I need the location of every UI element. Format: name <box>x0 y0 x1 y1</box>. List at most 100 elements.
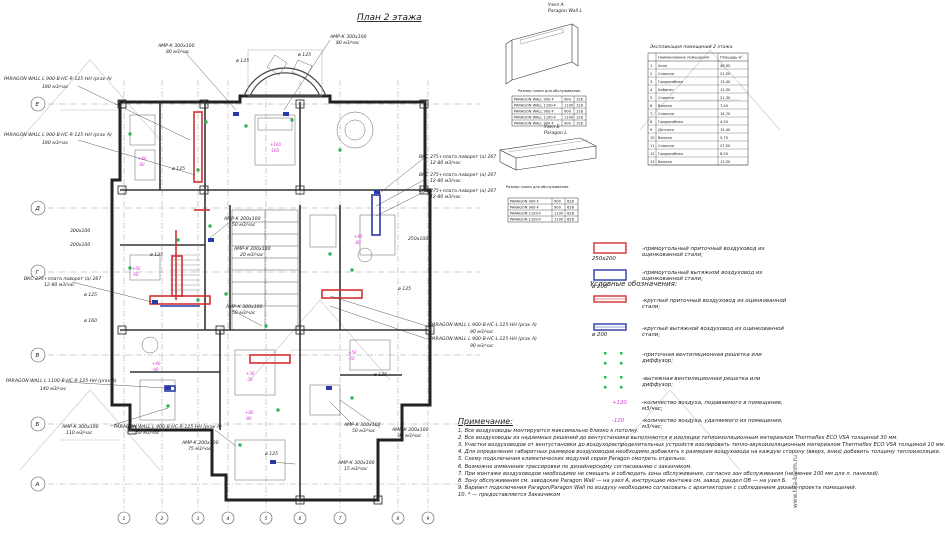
duct-label: PARAGON WALL L 900-B-HC-R-125-HH (prav A… <box>4 76 112 82</box>
grid-letter: Д <box>35 206 41 212</box>
table-cell: PARAGON 1100-F <box>510 212 541 216</box>
duct-label: АМР-К 300х100 <box>157 43 195 49</box>
legend-size: +120 <box>612 400 627 406</box>
duct-flow: 140 м3/час <box>40 386 67 392</box>
table-cell: Спальня <box>658 144 674 148</box>
table-cell: 900 <box>554 206 562 210</box>
duct-flow: 90 м3/час <box>470 329 494 335</box>
size-label: ø 125 <box>149 252 163 258</box>
duct-label: PARAGON WALL L 900-B-HC-R-125-HH (prav A… <box>114 424 222 430</box>
legend-size: -120 <box>612 418 625 424</box>
grid-number: 9 <box>427 516 430 522</box>
table-cell: 21,30 <box>720 96 731 100</box>
duct-label: АМР-К 200х100 <box>223 216 261 222</box>
grid-letter: В <box>36 353 40 359</box>
duct-label: PARAGON WALL L 900-B-HC-L-125-HH (prav A… <box>430 336 537 342</box>
duct-label: АМР-К 200х100 <box>181 440 219 446</box>
duct-flow: 80 м3/час <box>166 49 190 55</box>
table-cell: Ванная <box>658 160 672 164</box>
legend-text: -круглый приточный воздуховод из оцинков… <box>642 298 787 310</box>
grid-letter: Б <box>36 422 40 428</box>
duct-label: АМР-К 200х100 <box>233 246 271 252</box>
svg-text:-50: -50 <box>348 356 355 361</box>
supply-ducts <box>149 111 363 364</box>
table-cell: 1100 <box>554 218 564 222</box>
table-cell: 10 <box>650 136 655 140</box>
svg-text:+160: +160 <box>270 142 281 147</box>
duct-label: АМР-К 300х100 <box>225 304 263 310</box>
table-cell: 9 <box>650 128 653 132</box>
grid-bubbles <box>30 96 435 525</box>
legend-size: 250х200 <box>592 256 616 262</box>
svg-text:-160: -160 <box>270 148 280 153</box>
duct-flow: 110 м3/час <box>66 430 93 436</box>
air-grilles <box>128 118 354 447</box>
duct-label: ВКС 275+плата поворот (а) 267 <box>24 276 101 282</box>
unit-b-subtitle: Paragon L <box>544 130 567 136</box>
table-cell: 628 <box>567 212 575 216</box>
table-cell: 12,00 <box>720 88 731 92</box>
notes: Примечание: 1. Все воздуховоды монтируют… <box>458 417 945 499</box>
table-cell: 13,50 <box>720 160 731 164</box>
table-cell: 1100 <box>564 104 574 108</box>
unit-b-detail: Узел Б Paragon L Размер грани для обслуж… <box>499 124 597 223</box>
table-cell: 7,40 <box>720 104 729 108</box>
table-cell: 158 <box>576 122 584 126</box>
table-cell: 5,70 <box>720 136 729 140</box>
svg-text:+30: +30 <box>246 371 255 376</box>
grid-letter: Е <box>36 102 40 108</box>
duct-flow: 80 м3/час <box>336 40 360 46</box>
grid-number: 6 <box>299 516 302 522</box>
table-cell: Спальня <box>658 112 674 116</box>
duct-flow: 75 м3/час <box>188 446 212 452</box>
duct-label: АМР-К 300х100 <box>329 34 367 40</box>
staircase <box>231 209 299 331</box>
grid-number: 7 <box>339 516 342 522</box>
legend-text: -количество воздуха, подаваемого в помещ… <box>642 400 783 412</box>
table-cell: Детская <box>658 128 674 132</box>
svg-text:-80: -80 <box>354 240 361 245</box>
duct-label: АМР-К 300х100 <box>61 424 99 430</box>
notes-heading: Примечание: <box>458 417 513 426</box>
size-label: ø 125 <box>235 58 249 64</box>
svg-text:+60: +60 <box>132 266 141 271</box>
grid-number: 2 <box>161 516 164 522</box>
unit-b-label: Узел Б <box>544 124 560 130</box>
duct-flow: 50 м3/час <box>352 428 376 434</box>
site-watermark: www.triа-konm.ru <box>792 455 799 509</box>
duct-flow: 12-80 м3/час <box>430 178 461 184</box>
note-line: 2. Все воздуховоды из надземных решений … <box>458 435 898 442</box>
note-line: 6. Возможно изменение трассировки по диз… <box>458 463 692 470</box>
room-schedule-title: Экспликация помещений 2 этажа <box>649 44 733 50</box>
table-cell: 128 <box>576 110 584 114</box>
table-cell: 128 <box>576 104 584 108</box>
note-line: 3. Участки воздуховодов от вентустановки… <box>458 442 945 449</box>
duct-flow: 90 м3/час <box>470 343 494 349</box>
watermark-strokes <box>19 49 781 471</box>
grid-number: 3 <box>197 516 200 522</box>
unit-a-label: Узел А <box>548 2 564 8</box>
duct-flow: 12-80 м3/час <box>430 160 461 166</box>
unit-a-subtitle: Paragon Wall L <box>548 8 583 14</box>
size-label: ø 125 <box>373 372 387 378</box>
table-cell: PARAGON WALL 1100-F <box>514 116 556 120</box>
table-cell: 48,95 <box>720 64 730 68</box>
note-line: 10. * — предоставляется Заказчиком <box>458 491 561 498</box>
duct-label: ВКС 275+плата поворот (а) 267 <box>419 188 496 194</box>
airflow-values: +160-160 +80-80 +80-80 +60-60 +30-30 +50… <box>132 142 363 421</box>
duct-flow: 12-80 м3/час <box>44 282 75 288</box>
table-cell: 8 <box>650 120 653 124</box>
table-cell: PARAGON WALL 900-F <box>514 122 554 126</box>
exhaust-ducts <box>160 194 381 392</box>
note-line: 5. Схему подключения климатических модул… <box>458 456 687 463</box>
svg-text:+80: +80 <box>354 234 363 239</box>
room-schedule: Экспликация помещений 2 этажа Наименован… <box>647 44 749 166</box>
duct-label: ВКС 275+плата поворот (а) 267 <box>419 172 496 178</box>
svg-text:-60: -60 <box>132 272 139 277</box>
size-label: 250х100 <box>408 236 428 242</box>
svg-text:-80: -80 <box>138 162 145 167</box>
grid-letter: Г <box>36 270 40 276</box>
table-cell: 628 <box>567 200 575 204</box>
svg-text:-80: -80 <box>245 416 252 421</box>
ventilation-floor-plan: Е Д Г В Б А 1 2 3 4 5 6 7 8 9 <box>4 2 781 525</box>
